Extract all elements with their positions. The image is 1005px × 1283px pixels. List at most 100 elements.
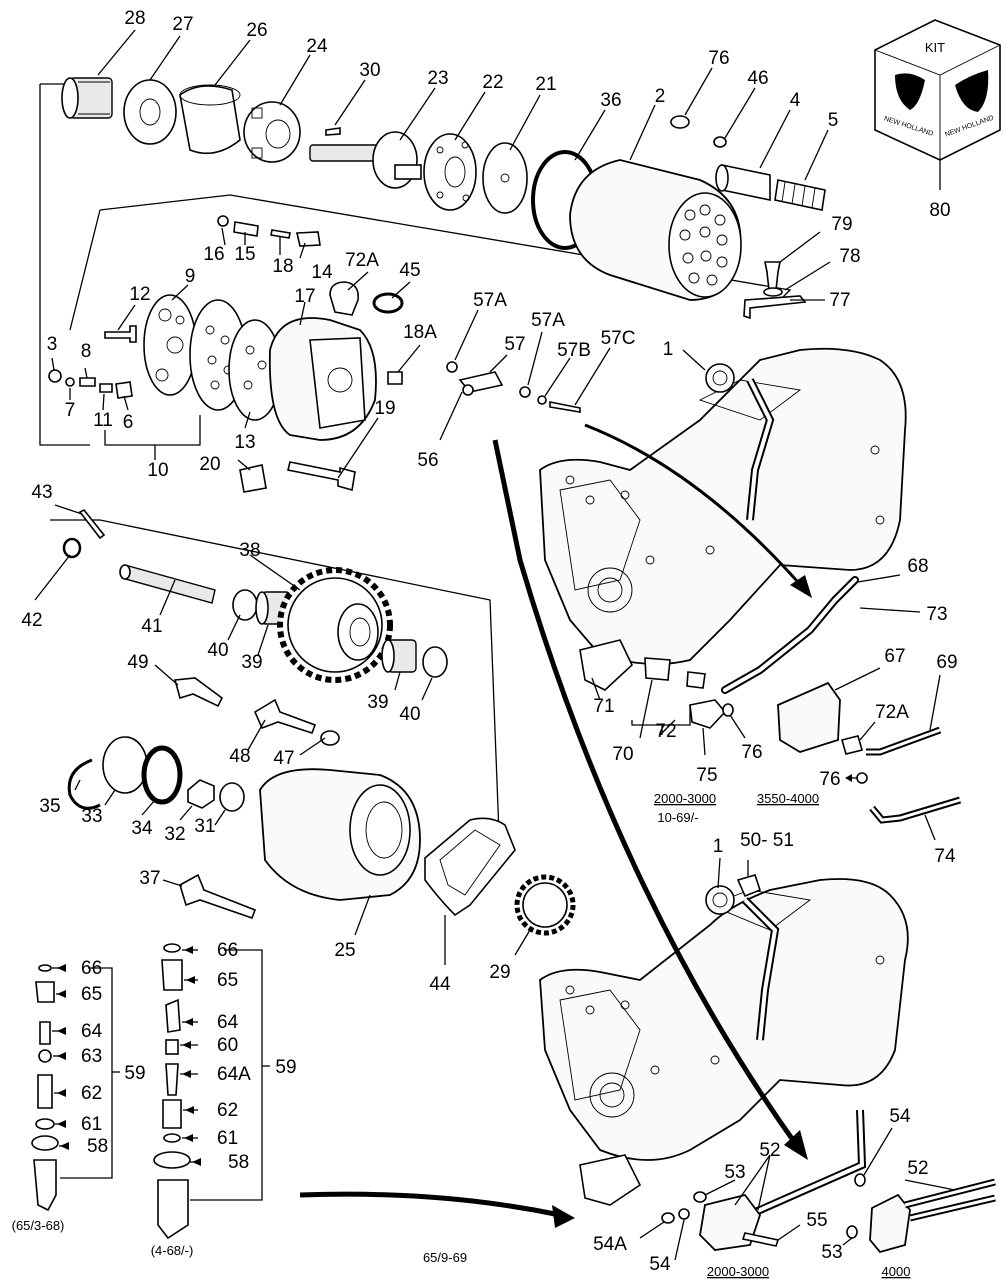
callout-54a: 54	[889, 1106, 911, 1127]
pin-43	[78, 508, 106, 540]
arrow-upper-to-pipe	[584, 423, 807, 591]
callout-45: 45	[399, 260, 420, 281]
o-ring-53-4000	[846, 1225, 858, 1239]
callout-20: 20	[199, 454, 220, 475]
bolt-48	[253, 698, 317, 734]
pinion-29	[514, 874, 576, 936]
callout-34: 34	[131, 818, 153, 839]
callout-60: 60	[217, 1035, 238, 1056]
callout-58b: 58	[228, 1152, 249, 1173]
note-range-4000: 4000	[882, 1264, 911, 1279]
callout-72Ab: 72A	[875, 702, 909, 723]
callout-24: 24	[306, 36, 328, 57]
callout-78: 78	[839, 246, 860, 267]
o-ring-76-right	[856, 772, 868, 784]
callout-64A: 64A	[217, 1064, 251, 1085]
callout-29: 29	[489, 962, 510, 983]
callout-14: 14	[311, 262, 333, 283]
gasket-44	[424, 817, 516, 917]
shaft-41	[119, 564, 216, 604]
seal-34	[141, 745, 183, 805]
transmission-housing-upper	[539, 347, 907, 665]
callout-21: 21	[535, 74, 556, 95]
callout-8: 8	[81, 341, 92, 362]
spring-5	[774, 179, 826, 211]
arrow-long-diagonal	[492, 439, 803, 1152]
callout-22: 22	[482, 72, 503, 93]
callout-68: 68	[907, 556, 928, 577]
fitting-72	[686, 671, 706, 689]
callout-52b: 52	[907, 1158, 928, 1179]
callout-61a: 61	[81, 1114, 102, 1135]
callout-53b: 53	[821, 1242, 842, 1263]
bolt-19	[287, 461, 356, 492]
retainer-6	[115, 381, 133, 399]
note-range-2000-3000-top: 2000-3000	[654, 791, 716, 806]
note-date-65-9-69: 65/9-69	[423, 1250, 467, 1265]
elbow-75	[689, 699, 727, 729]
shaft-23	[309, 131, 422, 189]
callout-58a: 58	[87, 1136, 108, 1157]
callout-10: 10	[147, 460, 168, 481]
callout-66b: 66	[217, 940, 238, 961]
callout-48: 48	[229, 746, 250, 767]
callout-65a: 65	[81, 984, 102, 1005]
pump-body-17	[268, 317, 377, 441]
clip-77	[743, 295, 807, 320]
key-30	[325, 127, 341, 136]
callout-55: 55	[806, 1210, 827, 1231]
callout-35: 35	[39, 796, 60, 817]
callout-57Ab: 57A	[531, 310, 565, 331]
bearing-cup-26	[179, 84, 241, 155]
callout-27: 27	[172, 14, 193, 35]
callout-54b: 54	[649, 1254, 671, 1275]
o-ring-54A	[661, 1212, 675, 1224]
fitting-50-51	[736, 874, 761, 898]
callout-57C: 57C	[601, 328, 636, 349]
pin-8	[79, 377, 96, 387]
callout-57: 57	[504, 334, 525, 355]
callout-26: 26	[246, 20, 267, 41]
callout-69: 69	[936, 652, 957, 673]
callout-4: 4	[790, 90, 801, 111]
callout-64b: 64	[217, 1012, 239, 1033]
callout-39b: 39	[367, 692, 388, 713]
kit-label: KIT	[925, 40, 945, 55]
washer-47	[320, 730, 340, 746]
callout-80: 80	[929, 200, 950, 221]
callout-12: 12	[129, 284, 150, 305]
callout-38: 38	[239, 540, 260, 561]
callout-30: 30	[359, 60, 380, 81]
callout-16: 16	[203, 244, 224, 265]
callout-37: 37	[139, 868, 160, 889]
fitting-70	[644, 657, 671, 681]
bracket-71	[579, 639, 633, 691]
bracket-lower	[579, 1154, 642, 1206]
note-range-2000-3000-bottom: 2000-3000	[707, 1264, 769, 1279]
callout-72: 72	[655, 721, 676, 742]
o-ring-45	[372, 292, 404, 314]
fitting-72A-top	[329, 281, 360, 316]
callout-75: 75	[696, 765, 717, 786]
callout-25: 25	[334, 940, 355, 961]
o-ring-76-mid	[722, 703, 734, 717]
valve-4	[715, 164, 771, 201]
callout-19: 19	[374, 398, 395, 419]
callout-1a: 1	[663, 339, 674, 360]
manifold-4000	[869, 1193, 911, 1254]
needle-bearing-28	[61, 77, 113, 119]
washer-78	[763, 287, 783, 297]
transmission-housing-lower	[539, 878, 909, 1161]
gear-38	[277, 567, 393, 683]
callout-53a: 53	[724, 1162, 745, 1183]
callout-47: 47	[273, 748, 294, 769]
fitting-72A-right	[841, 735, 863, 755]
callout-52a: 52	[759, 1140, 780, 1161]
o-ring-54-4000	[854, 1173, 866, 1187]
callout-13: 13	[234, 432, 255, 453]
callout-46: 46	[747, 68, 768, 89]
callout-73: 73	[926, 604, 947, 625]
callout-63: 63	[81, 1046, 102, 1067]
disc-33	[102, 736, 148, 794]
callout-76c: 76	[819, 769, 840, 790]
